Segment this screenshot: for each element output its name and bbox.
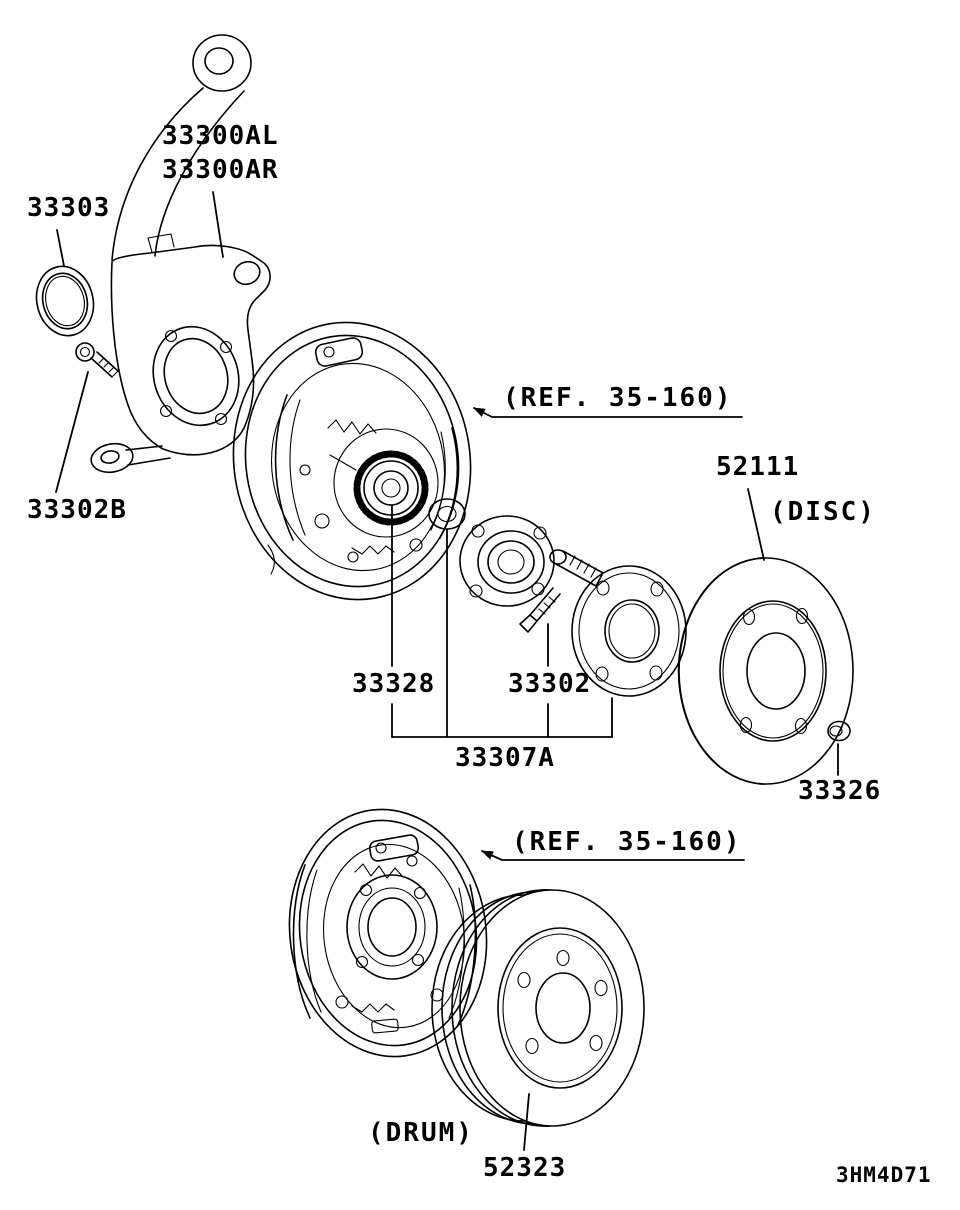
bearing-nut-drawing bbox=[428, 498, 466, 530]
label-hub-bolt: 33302 bbox=[508, 669, 592, 699]
wheel-stud-drawing bbox=[549, 549, 604, 587]
label-disc-number: 52111 bbox=[716, 452, 800, 482]
hub-flange-drawing bbox=[571, 565, 687, 697]
hub-bearing-unit-drawing bbox=[459, 515, 555, 607]
grease-cap-drawing bbox=[827, 720, 851, 742]
brake-drum-drawing bbox=[431, 889, 645, 1127]
label-knuckle-right: 33300AR bbox=[162, 155, 279, 185]
reference-arrows bbox=[473, 407, 745, 861]
knuckle-arm-drawing bbox=[90, 34, 271, 474]
label-drum-number: 52323 bbox=[483, 1153, 567, 1183]
backing-plate-lower-drawing bbox=[288, 808, 488, 1058]
label-drum-caption: (DRUM) bbox=[368, 1118, 474, 1148]
label-ref-upper: (REF. 35-160) bbox=[503, 383, 733, 413]
seal-ring-drawing bbox=[35, 265, 95, 337]
hub-bolt-drawing bbox=[519, 587, 561, 633]
label-seal: 33303 bbox=[27, 193, 111, 223]
label-knuckle-left: 33300AL bbox=[162, 121, 279, 151]
label-tone-ring: 33328 bbox=[352, 669, 436, 699]
label-hub-assembly: 33307A bbox=[455, 743, 555, 773]
pivot-bolt-drawing bbox=[75, 342, 119, 378]
brake-disc-drawing bbox=[677, 557, 854, 785]
label-disc-caption: (DISC) bbox=[770, 497, 876, 527]
label-pivot-bolt: 33302B bbox=[27, 495, 127, 525]
backing-plate-upper-drawing bbox=[232, 321, 472, 601]
label-ref-lower: (REF. 35-160) bbox=[512, 827, 742, 857]
leader-lines bbox=[55, 191, 839, 1151]
label-grease-cap: 33326 bbox=[798, 776, 882, 806]
diagram-code: 3HM4D71 bbox=[836, 1163, 932, 1187]
